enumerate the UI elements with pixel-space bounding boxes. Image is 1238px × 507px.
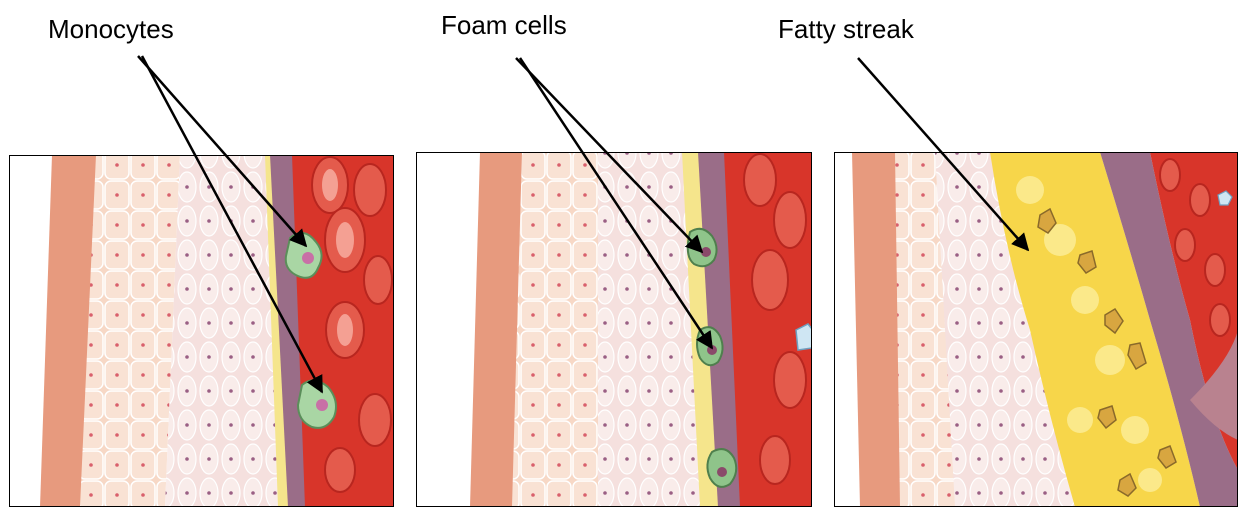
media-layer — [80, 155, 180, 507]
panel-monocytes — [9, 155, 394, 507]
media-layer — [512, 152, 600, 507]
panel-fatty-streak — [834, 152, 1238, 507]
